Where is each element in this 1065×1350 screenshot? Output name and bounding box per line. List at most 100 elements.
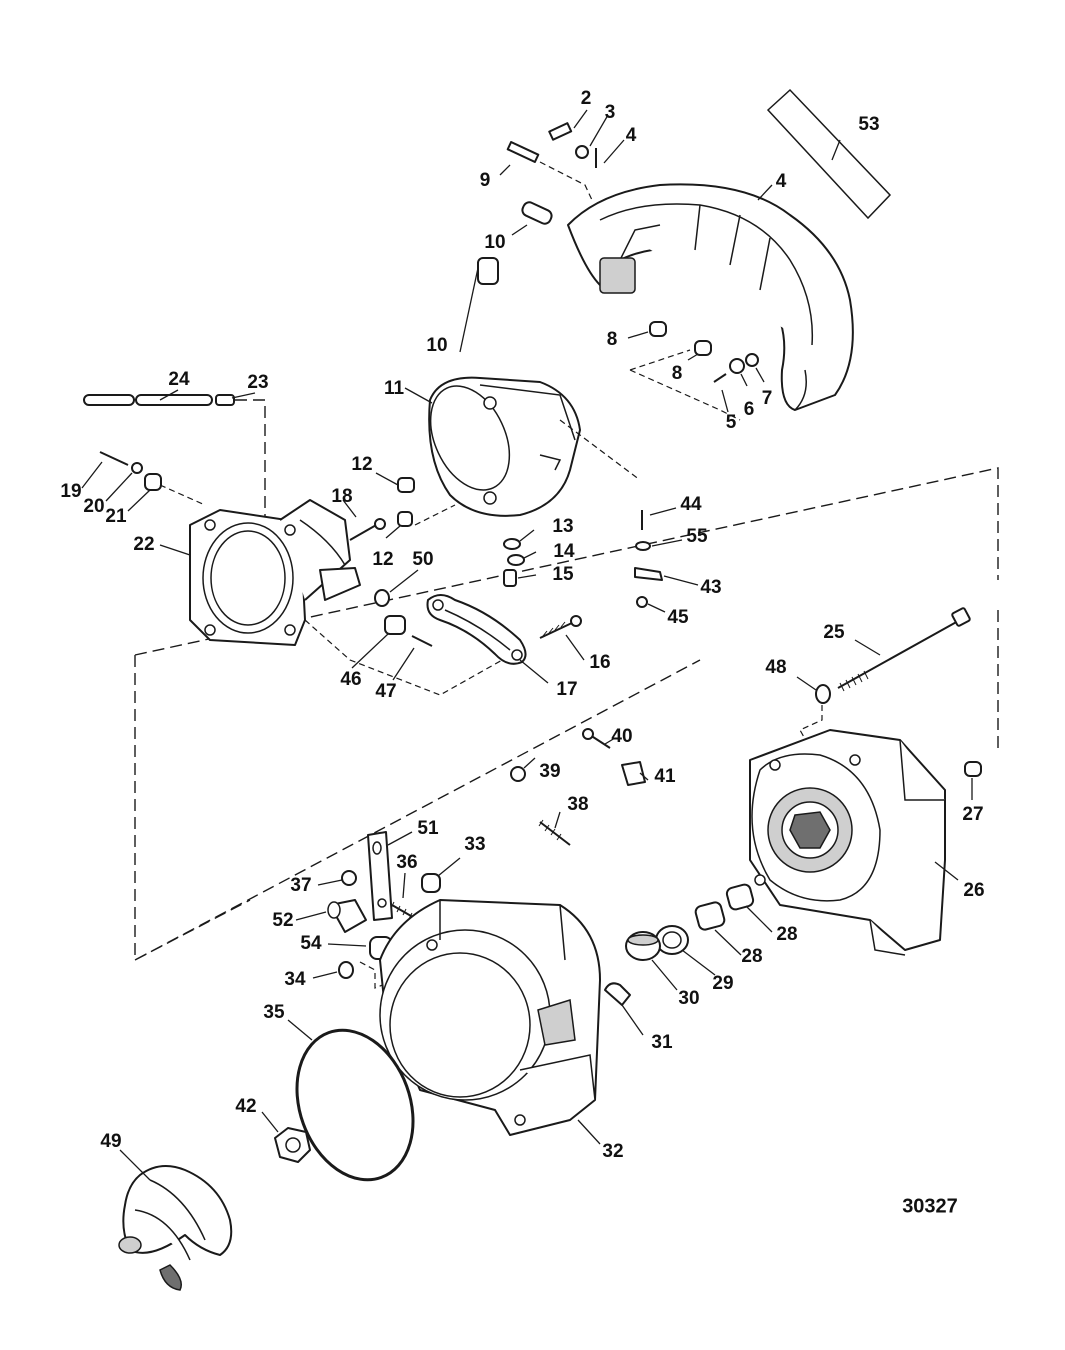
- callout-55: 55: [686, 526, 708, 547]
- callout-8-left: 8: [606, 329, 618, 350]
- part-8-bushing-right: [694, 340, 712, 356]
- part-4-reverse-gate: [567, 183, 854, 411]
- callout-36: 36: [396, 852, 418, 873]
- callout-12-upper: 12: [351, 454, 373, 475]
- part-8-bushing-left: [649, 321, 667, 337]
- callout-5: 5: [725, 412, 737, 433]
- part-38-stud: [538, 811, 571, 846]
- callout-3: 3: [604, 102, 616, 123]
- callout-15: 15: [552, 564, 574, 585]
- part-45-nut: [636, 596, 648, 608]
- part-16-screw: [539, 615, 585, 661]
- callout-34: 34: [284, 969, 306, 990]
- callout-22: 22: [133, 534, 155, 555]
- callout-54: 54: [300, 933, 322, 954]
- callout-52: 52: [272, 910, 294, 931]
- callout-28-inner: 28: [741, 946, 763, 967]
- callout-10-lower: 10: [426, 335, 448, 356]
- part-22-nozzle-housing: [189, 499, 361, 646]
- callout-35: 35: [263, 1002, 285, 1023]
- callout-43: 43: [700, 577, 722, 598]
- part-26-pump-housing: [749, 729, 946, 956]
- part-40-screw: [582, 728, 616, 749]
- callout-14: 14: [553, 541, 575, 562]
- callout-38: 38: [567, 794, 589, 815]
- part-23-pin: [215, 394, 235, 406]
- part-55-washer: [635, 541, 651, 551]
- part-51-plate: [367, 831, 413, 921]
- part-6-washer: [729, 358, 745, 374]
- assembly-dashed-line: [134, 467, 999, 962]
- callout-25: 25: [823, 622, 845, 643]
- callout-39: 39: [539, 761, 561, 782]
- callout-24: 24: [168, 369, 190, 390]
- callout-9: 9: [479, 170, 491, 191]
- callout-16: 16: [589, 652, 611, 673]
- part-7-nut: [745, 353, 759, 367]
- callout-28-outer: 28: [776, 924, 798, 945]
- part-28-bearing-outer: [725, 883, 755, 911]
- callout-41: 41: [654, 766, 676, 787]
- part-5-screw: [713, 373, 727, 383]
- callout-6: 6: [743, 399, 755, 420]
- part-43-ball-joint: [634, 567, 663, 581]
- part-50-washer: [374, 589, 390, 607]
- callout-48: 48: [765, 657, 787, 678]
- part-48-washer: [815, 684, 831, 704]
- callout-50: 50: [412, 549, 434, 570]
- part-17-steering-arm: [426, 594, 527, 665]
- callout-18: 18: [331, 486, 353, 507]
- callout-31: 31: [651, 1032, 673, 1053]
- callout-53: 53: [858, 114, 880, 135]
- part-31-clip: [604, 982, 631, 1006]
- part-19-screw: [99, 451, 129, 466]
- part-47-screw: [411, 635, 433, 647]
- callout-7: 7: [761, 388, 773, 409]
- callout-2: 2: [580, 88, 592, 109]
- part-12-bushing-lower: [397, 511, 413, 527]
- part-32-intake-housing: [379, 899, 601, 1136]
- part-53-decal: [766, 88, 892, 220]
- part-35-large-o-ring: [295, 1028, 415, 1182]
- part-33-plug: [421, 873, 441, 893]
- part-10-upper-stud: [511, 201, 553, 236]
- part-15-screw: [503, 569, 517, 587]
- part-18-screw: [342, 499, 386, 541]
- part-41-bracket: [621, 761, 646, 786]
- callout-44: 44: [680, 494, 702, 515]
- callout-33: 33: [464, 834, 486, 855]
- callout-45: 45: [667, 607, 689, 628]
- part-27-plug: [964, 761, 982, 777]
- part-49-impeller: [118, 1165, 233, 1291]
- callout-30: 30: [678, 988, 700, 1009]
- callout-27: 27: [962, 804, 984, 825]
- callout-32: 32: [602, 1141, 624, 1162]
- figure-number: 30327: [902, 1195, 958, 1218]
- callout-29: 29: [712, 973, 734, 994]
- part-34-o-ring: [338, 961, 354, 979]
- part-28-bearing-inner: [694, 901, 726, 931]
- callout-10-upper: 10: [484, 232, 506, 253]
- part-24-tube: [83, 394, 213, 406]
- callout-13: 13: [552, 516, 574, 537]
- callout-19: 19: [60, 481, 82, 502]
- part-52-fitting: [295, 899, 367, 933]
- callout-11: 11: [383, 378, 405, 399]
- part-46-bushing: [384, 615, 406, 635]
- callout-40: 40: [611, 726, 633, 747]
- callout-51: 51: [417, 818, 439, 839]
- part-11-steering-nozzle: [428, 376, 581, 517]
- callout-12-lower: 12: [372, 549, 394, 570]
- part-21-bushing: [144, 473, 162, 491]
- part-39-nut: [510, 766, 526, 782]
- part-20-washer: [131, 462, 143, 474]
- callout-21: 21: [105, 506, 127, 527]
- callout-20: 20: [83, 496, 105, 517]
- callout-4-gate: 4: [775, 171, 787, 192]
- part-2-bolt: [548, 122, 573, 141]
- callout-4-pin: 4: [625, 125, 637, 146]
- callout-37: 37: [290, 875, 312, 896]
